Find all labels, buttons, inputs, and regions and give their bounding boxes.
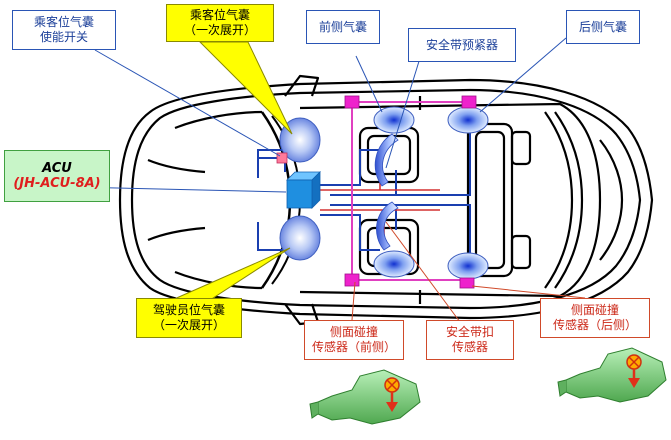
seatbelt-pretensioner-upper (374, 133, 399, 187)
label-rear-side-impact-sensor: 侧面碰撞 传感器（后侧） (540, 298, 650, 338)
rear-side-impact-sensor (557, 347, 667, 403)
passenger-airbag-pointer (198, 41, 293, 135)
rear-side-airbag-lower (447, 252, 489, 280)
side-sensor-connectors (344, 95, 477, 289)
label-rear-side-airbag: 后侧气囊 (566, 10, 640, 44)
label-passenger-airbag-switch: 乘客位气囊 使能开关 (12, 10, 116, 50)
label-buckle-sensor: 安全带扣 传感器 (426, 320, 514, 360)
label-passenger-airbag: 乘客位气囊 （一次展开） (166, 4, 274, 42)
label-driver-airbag: 驾驶员位气囊 （一次展开） (136, 298, 242, 338)
label-front-side-impact-sensor: 侧面碰撞 传感器（前侧） (304, 320, 404, 360)
label-seatbelt-pretensioner: 安全带预紧器 (408, 28, 516, 62)
front-side-airbag-upper (373, 106, 415, 134)
front-side-impact-sensor (309, 369, 421, 425)
passenger-airbag-switch (276, 152, 288, 164)
acu-module (286, 171, 321, 209)
label-acu: ACU (JH-ACU-8A) (4, 150, 110, 202)
front-side-airbag-lower (373, 250, 415, 278)
label-front-side-airbag: 前侧气囊 (306, 10, 380, 44)
seatbelt-pretensioner-lower (376, 201, 399, 251)
driver-airbag (279, 215, 321, 261)
